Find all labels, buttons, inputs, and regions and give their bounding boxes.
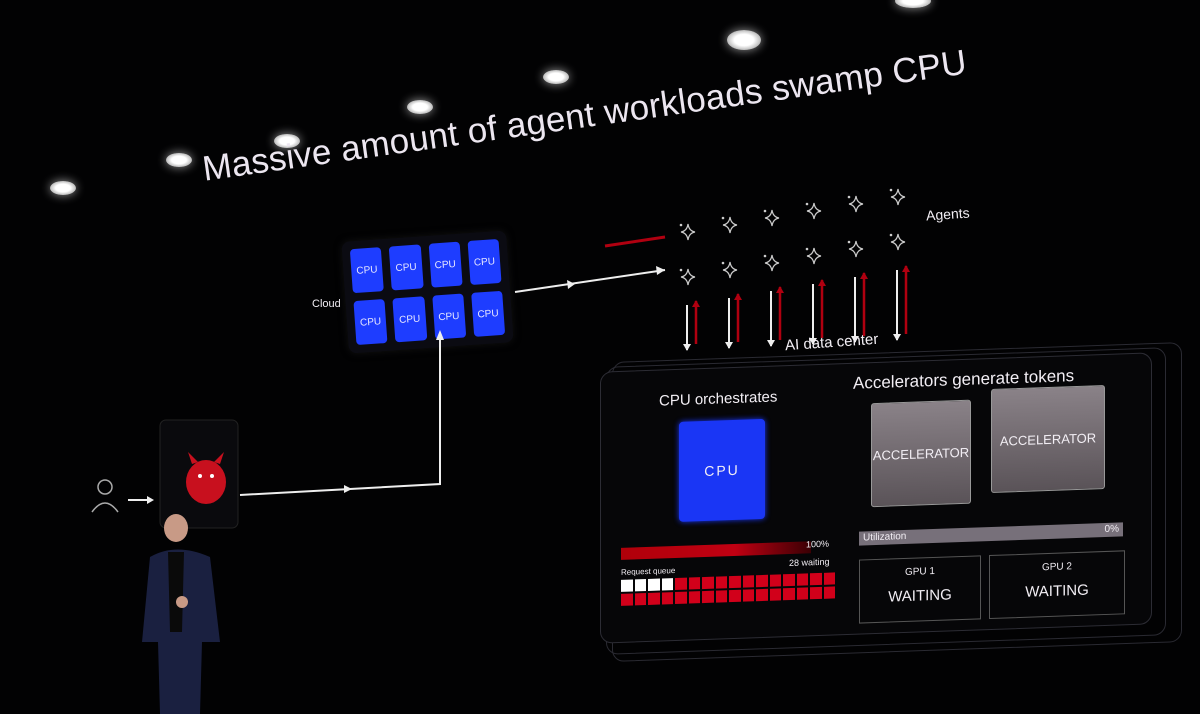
request-queue bbox=[621, 572, 835, 606]
orchestration-panel: CPU orchestrates CPU Accelerators genera… bbox=[600, 352, 1152, 644]
presenter bbox=[142, 514, 220, 714]
gpu-2-card: GPU 2 WAITING bbox=[989, 550, 1125, 620]
queue-slot bbox=[729, 589, 741, 603]
down-arrow-icon bbox=[725, 298, 733, 349]
gpu-status: WAITING bbox=[1025, 581, 1089, 601]
ceiling-light bbox=[166, 153, 192, 167]
queue-slot bbox=[648, 592, 660, 605]
queue-slot bbox=[783, 587, 795, 601]
queue-slot bbox=[648, 578, 660, 591]
agent-sparkle-icon bbox=[721, 261, 738, 279]
cpu-heading: CPU orchestrates bbox=[659, 388, 778, 410]
queue-slot bbox=[756, 574, 768, 588]
queue-slot bbox=[729, 575, 741, 589]
queue-label: Request queue bbox=[621, 566, 676, 577]
robot-icon bbox=[186, 452, 226, 504]
cpu-chip: CPU bbox=[679, 418, 765, 522]
cloud-to-agents-line bbox=[514, 269, 666, 293]
ceiling-light bbox=[274, 134, 300, 148]
agent-sparkle-icon bbox=[889, 233, 906, 251]
queue-slot bbox=[742, 575, 754, 588]
up-arrow-icon bbox=[902, 265, 910, 334]
agent-sparkle-icon bbox=[763, 209, 780, 227]
queue-slot bbox=[823, 572, 835, 585]
user-to-cloud-line bbox=[239, 335, 441, 496]
agent-sparkle-icon bbox=[805, 247, 822, 265]
queue-slot bbox=[715, 576, 727, 589]
queue-slot bbox=[675, 577, 687, 591]
down-arrow-icon bbox=[893, 270, 901, 341]
agent-sparkle-icon bbox=[763, 254, 780, 272]
agent-sparkle-icon bbox=[847, 195, 864, 213]
utilization-value: 0% bbox=[1104, 523, 1119, 536]
queue-slot bbox=[688, 577, 700, 590]
queue-slot bbox=[742, 589, 754, 602]
gpu-1-card: GPU 1 WAITING bbox=[859, 555, 981, 624]
queue-slot bbox=[661, 592, 673, 605]
red-streak bbox=[604, 235, 666, 248]
ceiling-light bbox=[727, 30, 761, 50]
agent-sparkle-icon bbox=[679, 268, 696, 286]
gpu-name: GPU 1 bbox=[904, 565, 935, 578]
ceiling-light bbox=[543, 70, 569, 84]
agent-sparkle-icon bbox=[805, 202, 822, 220]
queue-slot bbox=[823, 586, 835, 599]
gpu-name: GPU 2 bbox=[1041, 561, 1072, 574]
ceiling-light bbox=[50, 181, 76, 195]
queue-slot bbox=[702, 576, 714, 590]
user-icon bbox=[91, 479, 119, 513]
queue-slot bbox=[634, 579, 646, 592]
agent-sparkle-icon bbox=[679, 223, 696, 241]
agents-label: Agents bbox=[925, 204, 971, 224]
utilization-label: Utilization bbox=[863, 530, 907, 544]
down-arrow-icon bbox=[767, 291, 775, 347]
accelerator-1: ACCELERATOR bbox=[871, 399, 971, 508]
utilization-bar: Utilization 0% bbox=[859, 522, 1123, 546]
up-arrow-icon bbox=[692, 300, 700, 344]
queue-slot bbox=[796, 587, 808, 600]
agent-sparkle-icon bbox=[721, 216, 738, 234]
queue-slot bbox=[810, 586, 822, 600]
queue-slot bbox=[810, 572, 822, 586]
queue-slot bbox=[621, 593, 633, 606]
accelerator-2: ACCELERATOR bbox=[991, 385, 1105, 493]
cloud-label: Cloud bbox=[312, 298, 341, 310]
cpu-load-value: 100% bbox=[806, 538, 830, 550]
up-arrow-icon bbox=[776, 286, 784, 340]
queue-slot bbox=[688, 591, 700, 604]
cpu-load-bar bbox=[621, 541, 811, 560]
queue-slot bbox=[675, 591, 687, 605]
queue-slot bbox=[796, 573, 808, 586]
up-arrow-icon bbox=[818, 279, 826, 338]
ceiling-light bbox=[407, 100, 433, 114]
queue-slot bbox=[715, 590, 727, 603]
down-arrow-icon bbox=[683, 305, 691, 351]
queue-slot bbox=[769, 574, 781, 587]
gpu-status: WAITING bbox=[888, 586, 952, 606]
queue-slot bbox=[661, 578, 673, 591]
up-arrow-icon bbox=[860, 272, 868, 336]
queue-slot bbox=[621, 579, 633, 592]
ceiling-light bbox=[895, 0, 931, 8]
queue-slot bbox=[756, 588, 768, 602]
queue-slot bbox=[702, 590, 714, 604]
queue-slot bbox=[769, 588, 781, 601]
queue-status: 28 waiting bbox=[789, 556, 830, 569]
down-arrow-icon bbox=[809, 284, 817, 345]
agent-sparkle-icon bbox=[889, 188, 906, 206]
queue-slot bbox=[634, 593, 646, 606]
up-arrow-icon bbox=[734, 293, 742, 342]
agent-sparkle-icon bbox=[847, 240, 864, 258]
down-arrow-icon bbox=[851, 277, 859, 343]
queue-slot bbox=[783, 573, 795, 587]
